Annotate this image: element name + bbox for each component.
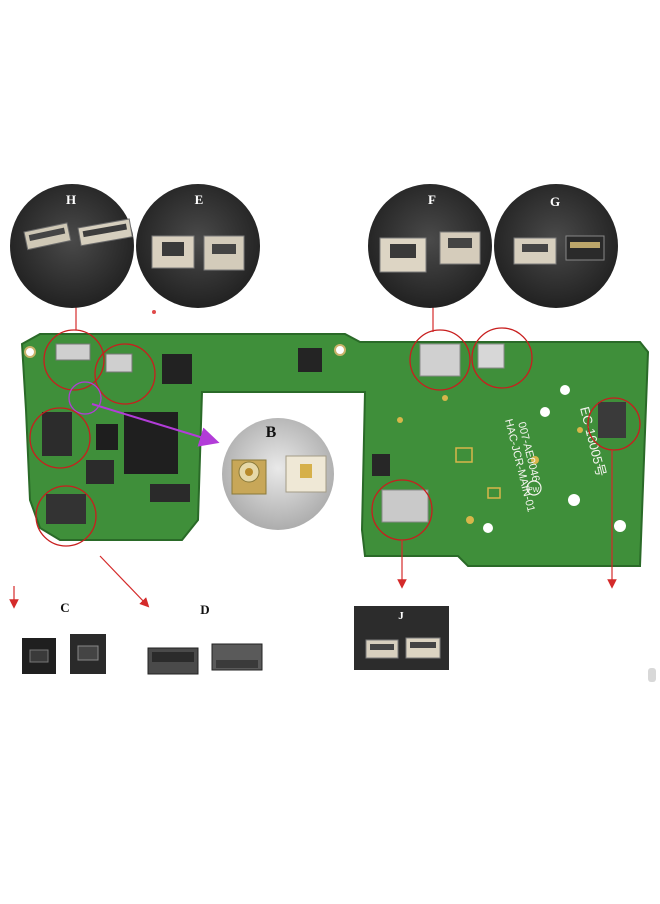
label-j: J: [398, 610, 404, 622]
ring-switch: [587, 397, 641, 451]
bubble-g: [494, 184, 618, 308]
circuit-board: HAC-JCR-MAIN-01 007-AE0046 EC-16005号 PW: [20, 333, 650, 567]
pointer-arrow-b: [91, 403, 220, 447]
label-c: C: [60, 600, 70, 615]
ring-e: [94, 343, 156, 405]
part-d: [147, 643, 263, 675]
ring-g: [471, 327, 533, 389]
label-d: D: [200, 602, 210, 617]
bubble-e: [136, 184, 260, 308]
label-f: F: [428, 192, 436, 207]
part-c: [22, 634, 106, 674]
callout-rings: [29, 327, 641, 547]
label-e: E: [194, 192, 204, 207]
label-h: H: [65, 192, 77, 207]
ring-f: [409, 329, 471, 391]
ring-d: [35, 485, 97, 547]
ring-b: [68, 381, 102, 415]
ring-h: [43, 329, 105, 391]
label-g: G: [549, 194, 561, 209]
label-b: B: [265, 424, 277, 441]
bubble-f: [368, 184, 492, 308]
board-pw-text: PW: [528, 487, 540, 494]
bubble-h: [10, 184, 134, 308]
bubble-b: [222, 418, 334, 530]
part-j: [354, 606, 449, 670]
ring-c: [29, 407, 91, 469]
